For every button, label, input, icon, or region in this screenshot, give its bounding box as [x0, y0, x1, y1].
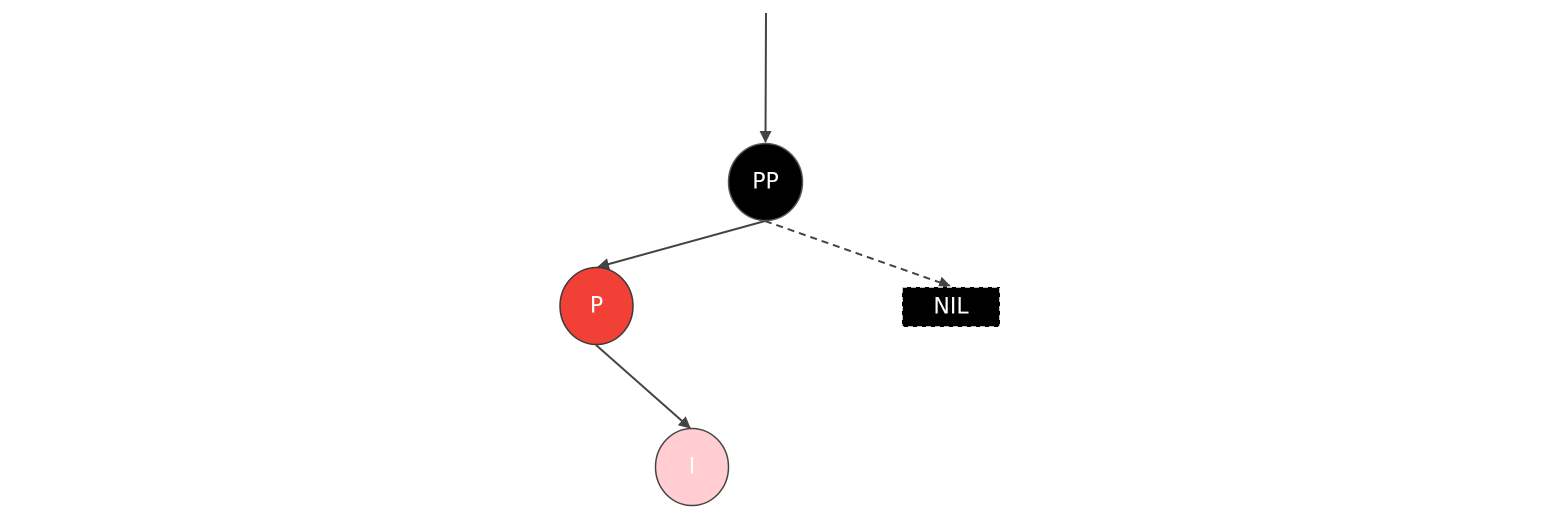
- node-p-circle: [559, 266, 634, 346]
- node-i-label: I: [689, 455, 696, 480]
- pp-to-p-edge: [597, 220, 766, 270]
- node-pp[interactable]: PP: [727, 142, 804, 222]
- node-pp-circle: [727, 142, 804, 222]
- node-p-label: P: [590, 294, 603, 319]
- node-nil-box: [901, 286, 1001, 328]
- pp-to-nil-edge: [764, 220, 951, 289]
- node-i-circle: [654, 427, 730, 507]
- root-to-pp-edge: [759, 12, 772, 143]
- p-to-i-edge: [595, 344, 691, 429]
- node-p[interactable]: P: [559, 266, 634, 346]
- node-nil[interactable]: NIL: [901, 286, 1001, 328]
- node-nil-label: NIL: [933, 295, 969, 320]
- node-pp-label: PP: [752, 170, 779, 195]
- node-i[interactable]: I: [654, 427, 730, 507]
